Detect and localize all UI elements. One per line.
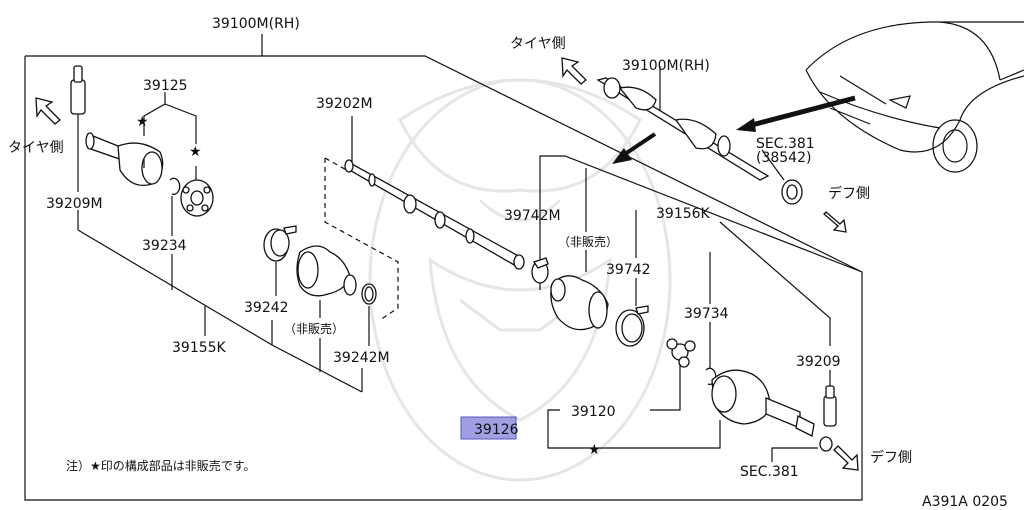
part-39242-boot-band[interactable] (263, 225, 297, 262)
label-not-sold-2: （非販売） (558, 234, 618, 249)
part-39125-bearing[interactable] (180, 179, 214, 217)
label-inset-assembly[interactable]: 39100M(RH) (622, 58, 710, 74)
part-39209-dust-cap[interactable] (823, 385, 837, 427)
star-marker-1: ★ (136, 114, 149, 130)
tire-side-arrow-left (35, 97, 61, 125)
part-39242M-boot-band[interactable] (361, 283, 377, 305)
label-39242[interactable]: 39242 (244, 300, 289, 316)
label-sec381-top[interactable]: SEC.381 (756, 136, 815, 152)
part-39202M-shaft[interactable] (344, 159, 525, 270)
label-39155K[interactable]: 39155K (172, 340, 227, 356)
diff-side-arrow-bottom (833, 445, 859, 471)
label-39125[interactable]: 39125 (143, 78, 188, 94)
part-39742M-boot-band[interactable] (531, 257, 549, 284)
label-39126[interactable]: 39126 (474, 422, 519, 438)
star-marker-2: ★ (189, 144, 202, 160)
assembly-frame (24, 34, 863, 501)
label-tire-side-left: タイヤ側 (8, 140, 64, 156)
part-sec381-seal-bottom[interactable] (819, 436, 833, 452)
label-39742[interactable]: 39742 (606, 262, 651, 278)
label-39734[interactable]: 39734 (684, 306, 729, 322)
label-sec381-top-sub: (38542) (756, 150, 811, 166)
label-tire-side-top: タイヤ側 (510, 36, 566, 52)
part-39209M-dust-cap[interactable] (70, 65, 86, 115)
diff-side-arrow-top (823, 211, 847, 233)
part-39120-tripod[interactable] (666, 338, 696, 368)
part-inner-boot[interactable] (550, 275, 609, 331)
label-39209[interactable]: 39209 (796, 354, 841, 370)
label-39242M[interactable]: 39242M (333, 350, 390, 366)
label-diff-side-bottom: デフ側 (870, 449, 912, 466)
part-inner-housing[interactable] (711, 369, 815, 437)
part-outer-cv-joint[interactable] (85, 132, 164, 187)
part-sec381-seal-top[interactable] (781, 179, 803, 205)
car-illustration (805, 21, 1024, 173)
label-39742M[interactable]: 39742M (504, 208, 561, 224)
label-39234[interactable]: 39234 (142, 238, 187, 254)
part-39234-circlip[interactable] (169, 177, 181, 195)
label-sec381-bottom[interactable]: SEC.381 (740, 464, 799, 480)
tire-side-arrow-top (561, 57, 587, 85)
footnote: 注）★印の構成部品は非販売です。 (66, 458, 256, 473)
selected-part-highlight[interactable] (460, 416, 517, 440)
star-marker-3: ★ (588, 442, 601, 458)
label-39202M[interactable]: 39202M (316, 96, 373, 112)
label-diff-side-top: デフ側 (828, 185, 870, 202)
label-39156K[interactable]: 39156K (656, 206, 711, 222)
part-outer-boot[interactable] (296, 245, 357, 297)
label-39120[interactable]: 39120 (571, 404, 616, 420)
label-not-sold-1: （非販売） (284, 321, 344, 336)
figure-code: A391A 0205 (922, 494, 1008, 510)
pointer-arrows (612, 95, 856, 164)
part-39742-boot-band[interactable] (615, 305, 649, 347)
inset-driveshaft (596, 77, 770, 181)
label-39100M-main[interactable]: 39100M(RH) (212, 16, 300, 32)
watermark-emblem (368, 78, 672, 482)
label-39209M[interactable]: 39209M (46, 196, 103, 212)
